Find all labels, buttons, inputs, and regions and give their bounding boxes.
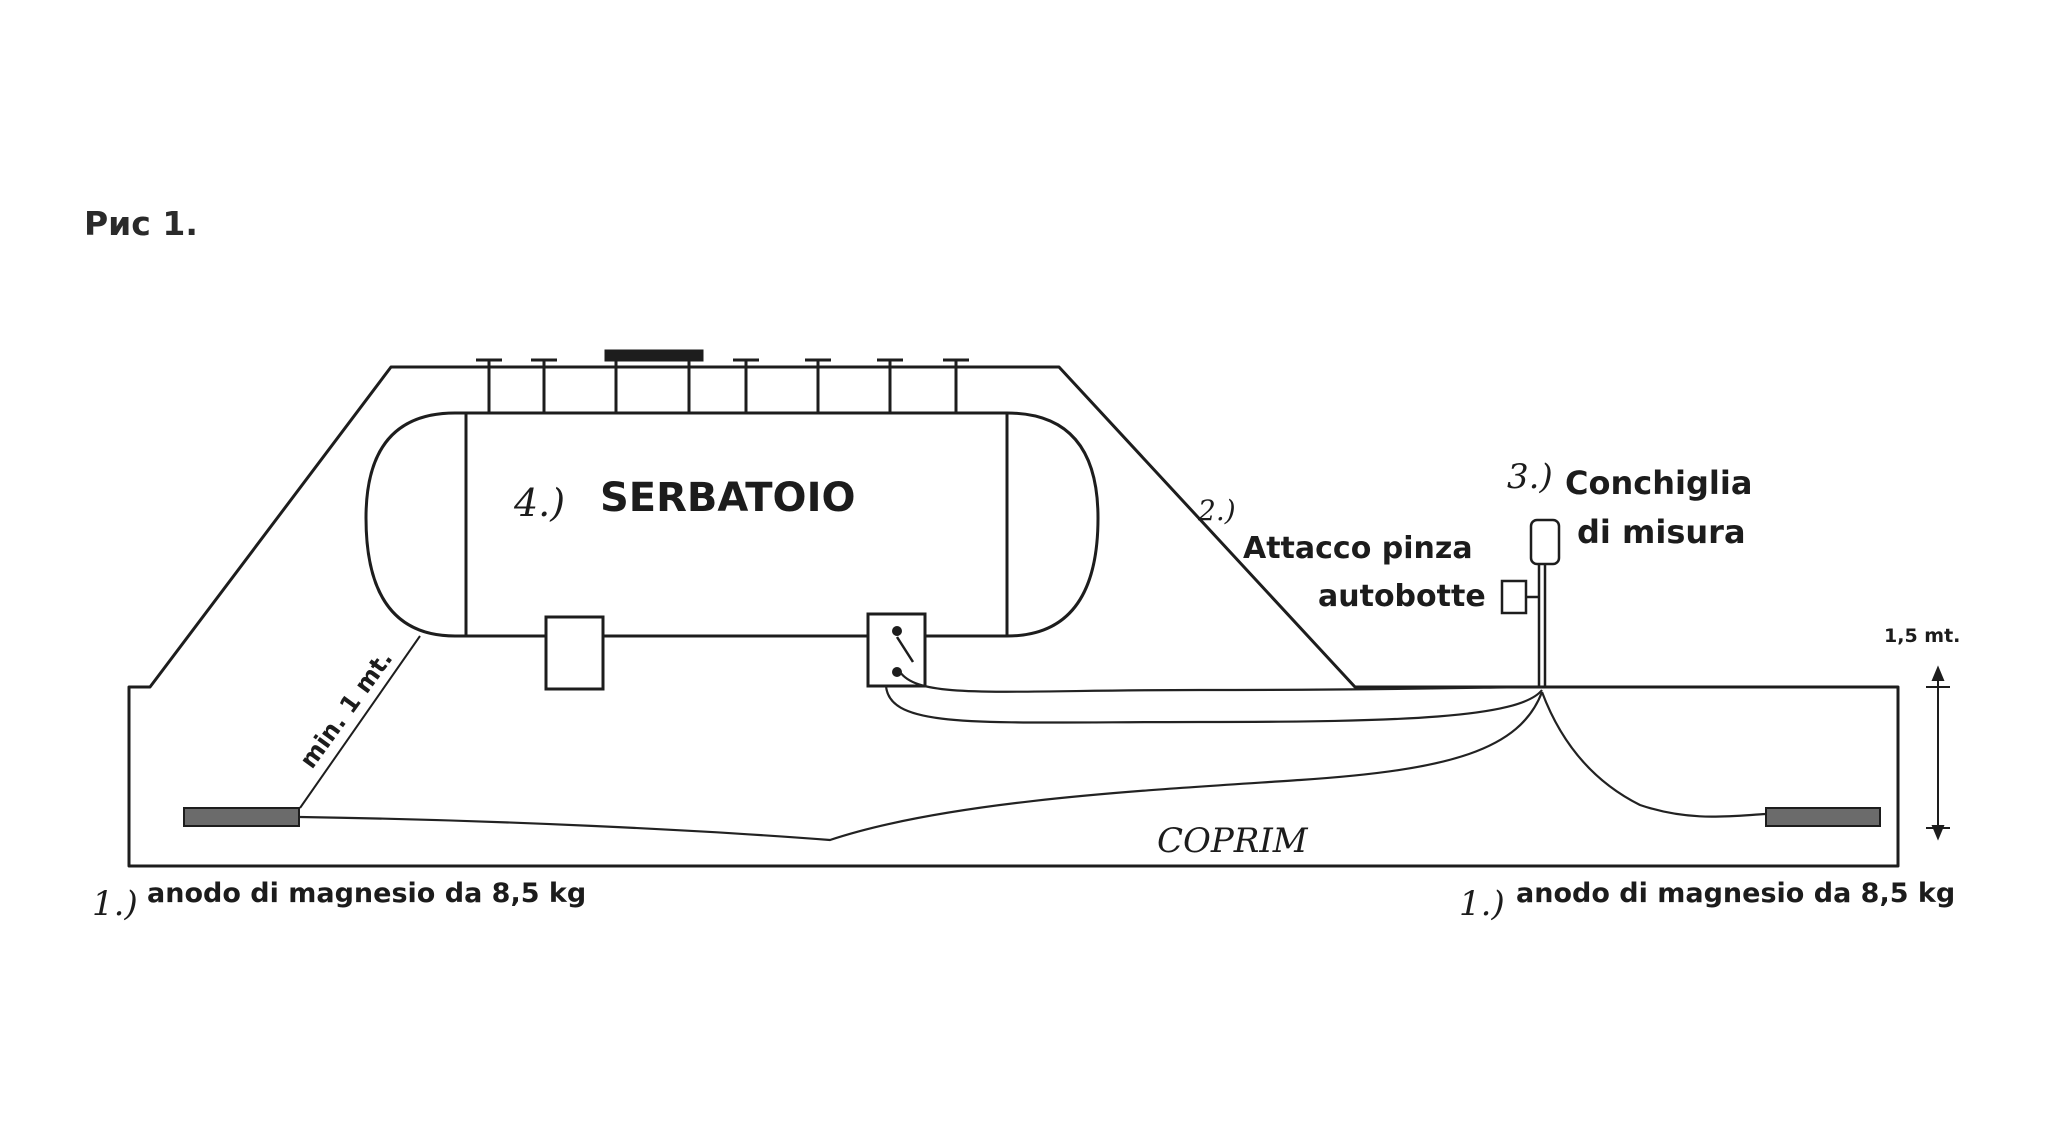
- backfill-label: COPRIM: [1157, 821, 1309, 861]
- tank-body: [364, 411, 1100, 638]
- cable: [884, 685, 1543, 724]
- anode-left: [183, 807, 300, 827]
- tank-number: 4.): [513, 481, 565, 525]
- measurement-shell: [1529, 518, 1561, 566]
- junction-terminal: [892, 626, 902, 636]
- figure-caption: Рис 1.: [84, 204, 198, 243]
- anode-left-number: 1.): [92, 884, 138, 924]
- tank-label: SERBATOIO: [600, 475, 855, 521]
- depth-label: 1,5 mt.: [1884, 625, 1960, 647]
- ground-embankment: [127, 365, 1900, 868]
- clamp-label-line1: Attacco pinza: [1243, 531, 1473, 566]
- depth-dimension: [1926, 665, 1950, 841]
- tank-saddle: [544, 615, 605, 691]
- clamp-box: [1500, 579, 1528, 615]
- anode-right: [1765, 807, 1881, 827]
- shell-label-line1: Conchiglia: [1565, 464, 1752, 502]
- cable: [1540, 691, 1767, 818]
- clamp-number: 2.): [1197, 494, 1236, 527]
- cable: [299, 691, 1544, 842]
- shell-number: 3.): [1507, 457, 1553, 497]
- shell-label-line2: di misura: [1577, 513, 1746, 551]
- clamp-label-line2: autobotte: [1318, 579, 1486, 614]
- tank-valves: [476, 349, 969, 413]
- min-distance-line: [299, 635, 421, 809]
- anode-left-label: anodo di magnesio da 8,5 kg: [147, 878, 586, 909]
- min-distance-label: min. 1 mt.: [294, 645, 398, 773]
- anode-right-label: anodo di magnesio da 8,5 kg: [1516, 878, 1955, 909]
- cable: [899, 671, 1543, 693]
- junction-terminal: [892, 667, 902, 677]
- anode-right-number: 1.): [1459, 884, 1505, 924]
